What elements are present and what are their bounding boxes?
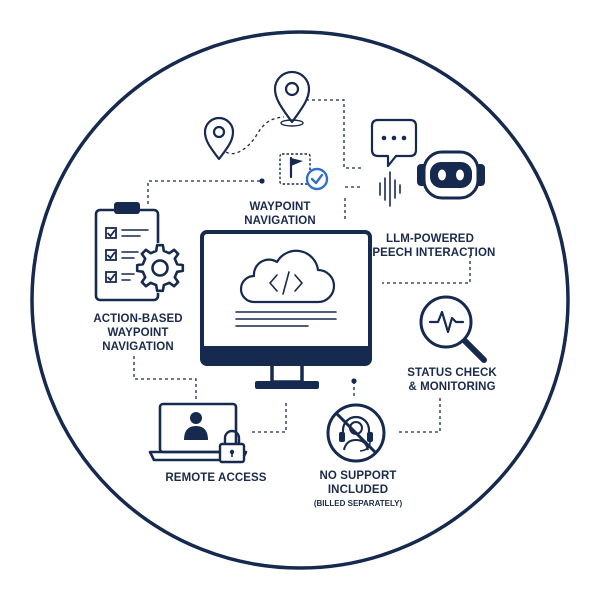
action-based-navigation: ACTION-BASED WAYPOINT NAVIGATION: [93, 202, 185, 353]
chat-bubble-icon: [370, 118, 418, 168]
pin-to-llm-connector: [306, 99, 362, 169]
waypoint-to-action-connector: [147, 180, 260, 205]
action-to-remote-connector: [133, 356, 197, 402]
action-label-line1: ACTION-BASED: [93, 313, 182, 325]
support-label-line2: INCLUDED: [328, 484, 388, 496]
waypoint-navigation: WAYPOINT NAVIGATION: [203, 70, 329, 227]
cloud-code-icon: [239, 249, 336, 304]
map-pin-icon: [273, 70, 311, 127]
no-headset-icon: [326, 403, 386, 463]
waypoint-label-line2: NAVIGATION: [244, 215, 316, 227]
remote-access: REMOTE ACCESS: [148, 402, 267, 484]
status-label-line2: & MONITORING: [408, 381, 495, 393]
connector-dot: [351, 378, 357, 384]
remote-to-monitor-connector: [252, 403, 287, 433]
status-check-monitoring: STATUS CHECK & MONITORING: [407, 295, 497, 393]
no-support: NO SUPPORT INCLUDED (BILLED SEPARATELY): [314, 403, 403, 508]
status-to-support-connector: [398, 398, 441, 433]
action-label-line2: WAYPOINT: [107, 327, 168, 339]
outer-ring: [30, 30, 570, 570]
llm-speech-interaction: LLM-POWERED SPEECH INTERACTION: [365, 118, 496, 259]
monitor-icon: [200, 230, 372, 389]
support-label-line3: (BILLED SEPARATELY): [314, 499, 403, 508]
flag-check-icon: [279, 153, 329, 191]
sound-wave-icon: [379, 171, 401, 207]
gear-icon: [135, 243, 185, 293]
remote-label: REMOTE ACCESS: [165, 472, 266, 484]
connectors: [133, 99, 471, 433]
robot-head-icon: [417, 150, 485, 200]
status-label-line1: STATUS CHECK: [407, 367, 497, 379]
support-label-line1: NO SUPPORT: [319, 470, 396, 482]
llm-to-status-connector: [382, 255, 471, 284]
action-label-line3: NAVIGATION: [102, 341, 174, 353]
map-pin-icon: [203, 116, 235, 161]
magnifier-pulse-icon: [419, 295, 487, 363]
connector-dot: [259, 178, 265, 184]
llm-label-line2: SPEECH INTERACTION: [365, 247, 496, 259]
pin-trail-connector: [225, 116, 285, 155]
waypoint-label-line1: WAYPOINT: [249, 201, 310, 213]
laptop-user-icon: [148, 402, 248, 462]
lock-icon: [218, 429, 246, 464]
llm-label-line1: LLM-POWERED: [386, 233, 474, 245]
